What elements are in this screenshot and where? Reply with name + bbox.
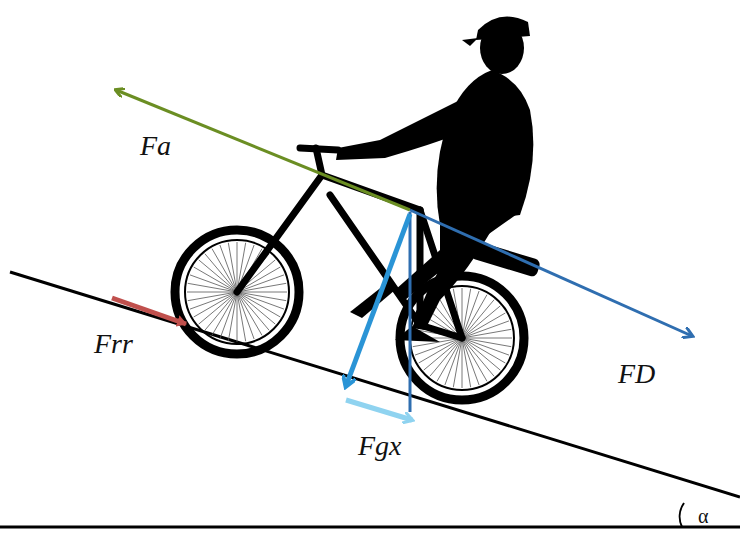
force-label: Frr bbox=[94, 330, 133, 358]
angle-label: α bbox=[698, 506, 708, 526]
force-label: Fgx bbox=[358, 432, 402, 460]
force-label: Fa bbox=[140, 132, 171, 160]
force-label: FD bbox=[618, 360, 655, 388]
